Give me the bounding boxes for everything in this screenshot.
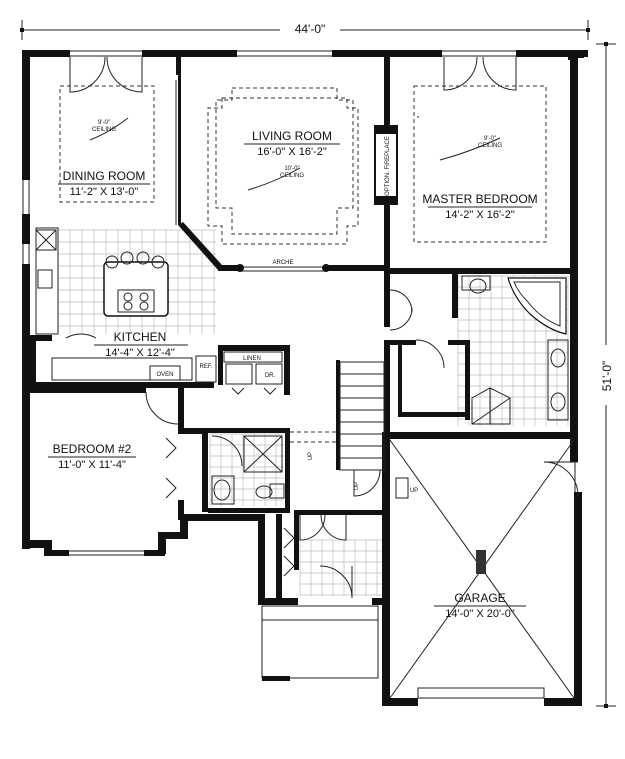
linen-label: LINEN (243, 356, 261, 362)
staircase: UP UP UP (290, 361, 418, 499)
bedroom2-doors (145, 391, 179, 499)
interior-walls (30, 57, 570, 599)
arche-label: ARCHE (272, 260, 293, 266)
room-labels: 9'-0" CEILING DINING ROOM 11'-2" X 13'-0… (48, 120, 538, 620)
up-label-3: UP (410, 488, 418, 494)
kitchen-size: 14'-4" X 12'-4" (105, 347, 175, 359)
living-ceiling-label: CEILING (280, 173, 304, 179)
master-ceiling-label: CEILING (478, 143, 502, 149)
exterior-walls (22, 50, 588, 706)
dining-room-name: DINING ROOM (63, 169, 146, 183)
garage-ceiling-lines (389, 439, 575, 699)
kitchen-fixtures: OVEN REF. (35, 227, 217, 383)
oven-label: OVEN (156, 372, 173, 378)
bedroom2-name: BEDROOM #2 (53, 442, 132, 456)
width-dimension: 44'-0" (295, 22, 326, 36)
master-bedroom-name: MASTER BEDROOM (422, 192, 537, 206)
ensuite-fixtures (389, 275, 569, 425)
garage-size: 14'-0" X 20'-0" (445, 608, 515, 620)
bedroom2-size: 11'-0" X 11'-4" (58, 459, 126, 471)
dining-ceiling-height: 9'-0" (98, 120, 110, 126)
fireplace-label: OPTION. FIREPLACE (385, 136, 391, 196)
kitchen-name: KITCHEN (114, 330, 167, 344)
master-bedroom-size: 14'-2" X 16'-2" (445, 209, 515, 221)
dimension-lines: 44'-0" 51'-0" (20, 20, 616, 708)
dryer-label: DR. (265, 373, 276, 379)
dining-ceiling-label: CEILING (92, 127, 116, 133)
french-doors (69, 56, 517, 93)
bath2-fixtures (211, 435, 285, 505)
living-room-size: 16'-0" X 16'-2" (257, 146, 327, 158)
up-label-2: UP (354, 482, 360, 490)
entry-doors (261, 461, 579, 681)
fireplace: OPTION. FIREPLACE (374, 125, 398, 205)
depth-dimension: 51'-0" (600, 361, 614, 392)
living-room-name: LIVING ROOM (252, 129, 332, 143)
ref-label: REF. (199, 364, 212, 370)
ceiling-outlines (59, 85, 547, 245)
up-label-1: UP (308, 452, 314, 460)
garage-name: GARAGE (454, 591, 505, 605)
dining-room-size: 11'-2" X 13'-0" (70, 186, 139, 198)
laundry-fixtures: LINEN DR. (223, 351, 283, 395)
windows (22, 50, 576, 699)
master-ceiling-height: 9'-0" (484, 136, 496, 142)
living-ceiling-height: 10'-0" (284, 166, 299, 172)
